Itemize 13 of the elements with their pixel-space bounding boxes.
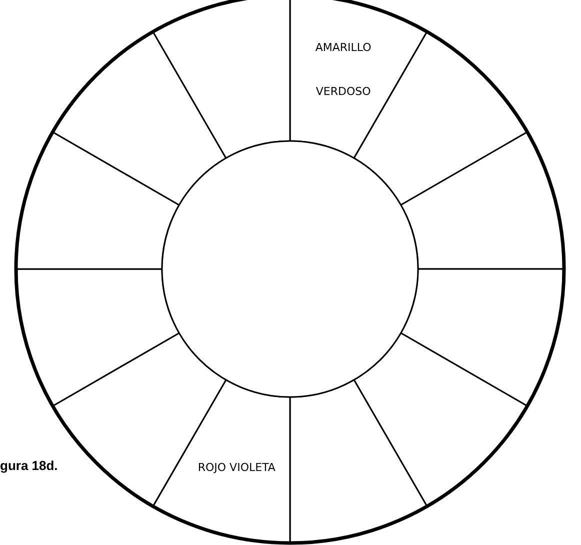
empty-wheel-segment [353, 332, 528, 508]
empty-wheel-segment [289, 379, 428, 544]
empty-wheel-segment [400, 268, 565, 407]
color-name: AMARILLO VERDOSO [314, 40, 372, 100]
empty-wheel-segment [15, 131, 180, 270]
empty-wheel-segment [400, 131, 565, 270]
wheel-segment [152, 379, 291, 544]
wheel-segment [289, 0, 428, 159]
empty-wheel-segment [52, 30, 227, 206]
figure-caption: gura 18d. [0, 458, 58, 473]
empty-wheel-segment [15, 268, 180, 407]
empty-wheel-segment [152, 0, 291, 159]
color-name: ROJO VIOLETA [196, 460, 276, 476]
